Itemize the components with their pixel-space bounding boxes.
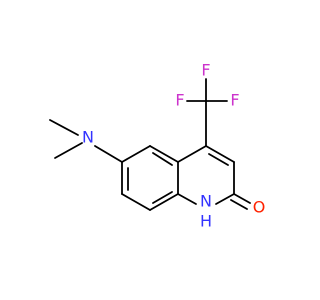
bond-amine-ring xyxy=(94,145,123,163)
bond-ring-b-double xyxy=(208,153,229,166)
bond-ring-b5 xyxy=(177,193,197,205)
bond-ring-a-double2 xyxy=(152,191,173,204)
fluorine-left-label: F xyxy=(175,91,184,110)
bond-ring-a6 xyxy=(121,145,151,163)
bond-ring-b1 xyxy=(177,145,207,163)
ring-nitrogen-label: N xyxy=(200,192,212,211)
ring-hydrogen-label: H xyxy=(200,212,212,231)
bond-ring-a-double3 xyxy=(152,152,173,166)
bond-carbonyl-2 xyxy=(230,199,248,210)
fluorine-top-label: F xyxy=(201,61,210,80)
bond-ring-a3 xyxy=(149,193,179,211)
amine-nitrogen-label: N xyxy=(82,128,94,147)
bond-ring-b4 xyxy=(215,193,235,205)
atom-labels: N F F F N H O xyxy=(82,61,265,231)
bond-methyl-lower xyxy=(54,142,83,159)
bond-carbonyl-1 xyxy=(233,193,251,204)
bond-ring-b2 xyxy=(205,145,235,163)
bond-ring-a2 xyxy=(121,193,151,211)
molecule-structure: N F F F N H O xyxy=(49,61,265,231)
fluorine-right-label: F xyxy=(230,91,239,110)
carbonyl-oxygen-label: O xyxy=(253,198,266,217)
molecule-canvas: N F F F N H O xyxy=(49,60,266,231)
bond-ring-a5 xyxy=(149,145,179,163)
bonds xyxy=(49,78,251,211)
bond-methyl-upper xyxy=(49,119,79,136)
